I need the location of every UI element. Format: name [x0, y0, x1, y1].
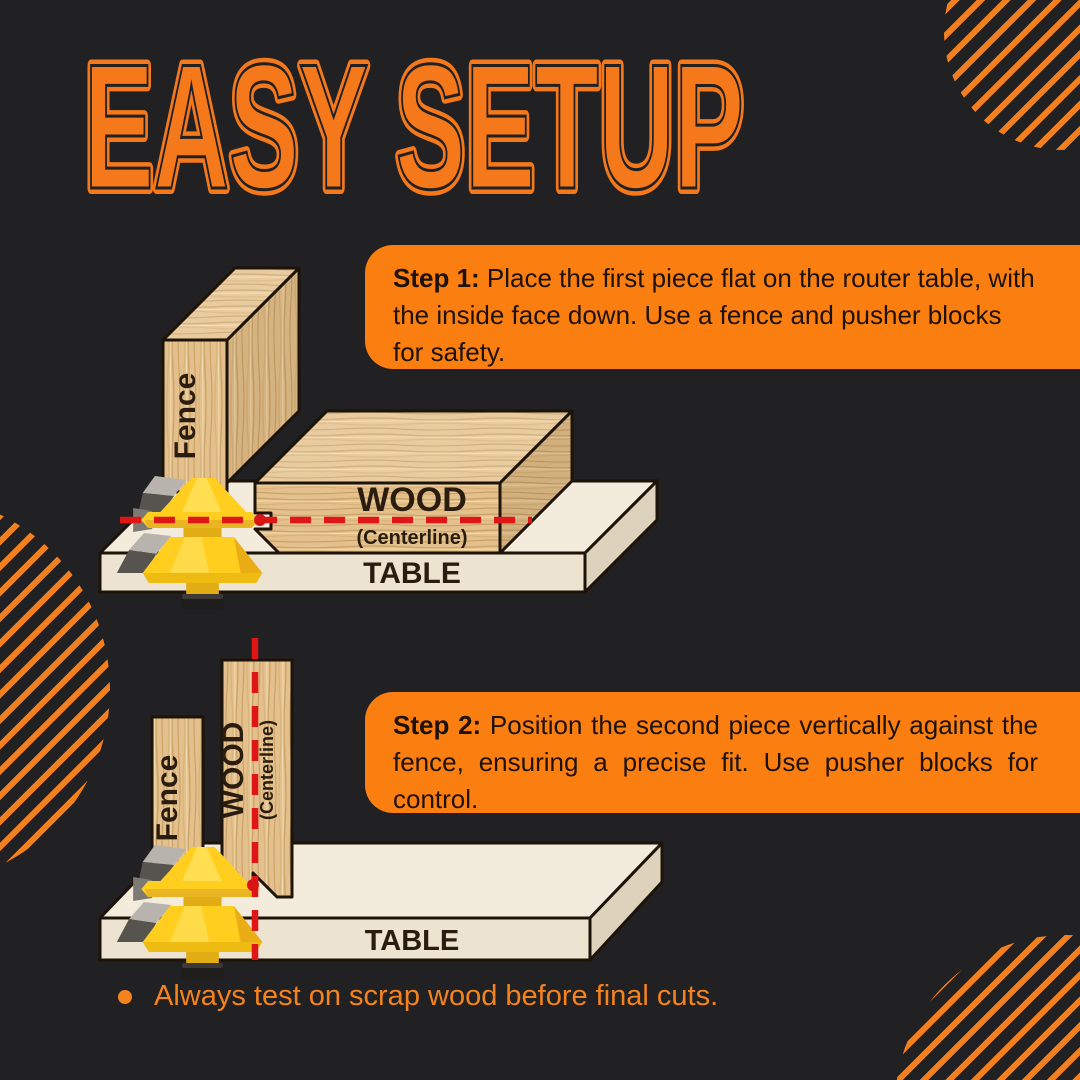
diagram-step1: Fence WOOD (Centerline) TABLE: [98, 266, 659, 610]
bullet-dot-icon: [118, 989, 132, 1004]
step-2-text: Position the second piece vertically aga…: [393, 710, 1038, 814]
footnote-text: Always test on scrap wood before final c…: [154, 980, 719, 1012]
centerline-label-step1: (Centerline): [356, 527, 467, 549]
fence-label-step2: Fence: [151, 755, 184, 842]
fence-label-step1: Fence: [169, 373, 202, 460]
step-1-text: Place the first piece flat on the router…: [393, 263, 1035, 367]
centerline-label-step2: (Centerline): [257, 720, 277, 820]
fence-step1: [161, 266, 301, 494]
wood-label-step1: WOOD: [357, 481, 467, 519]
title-svg: EASY SETUP EASY SETUP: [78, 21, 750, 232]
page-title: EASY SETUP EASY SETUP: [78, 21, 770, 232]
table-label-step2: TABLE: [365, 925, 460, 957]
title-text-inline: EASY SETUP: [84, 48, 744, 208]
striped-circle-bottom-right: [895, 935, 1080, 1080]
step-1-label: Step 1:: [393, 263, 480, 293]
centerline-dot-step2: [247, 879, 259, 891]
diagram-step2: Fence WOOD (Centerline) TABLE: [98, 638, 664, 979]
wood-label-step2: WOOD: [217, 722, 250, 819]
title-text-fill: EASY SETUP: [84, 48, 744, 208]
step-2-label: Step 2:: [393, 710, 482, 740]
table-step2: [98, 841, 664, 962]
step-1-callout: Step 1: Place the first piece flat on th…: [365, 245, 1080, 369]
step-2-callout: Step 2: Position the second piece vertic…: [365, 692, 1080, 814]
table-label-step1: TABLE: [363, 557, 461, 590]
centerline-dot-step1: [254, 514, 266, 526]
wood-piece-step1: [253, 409, 574, 555]
footnote: Always test on scrap wood before final c…: [118, 980, 718, 1013]
striped-circle-top-right: [944, 0, 1080, 150]
